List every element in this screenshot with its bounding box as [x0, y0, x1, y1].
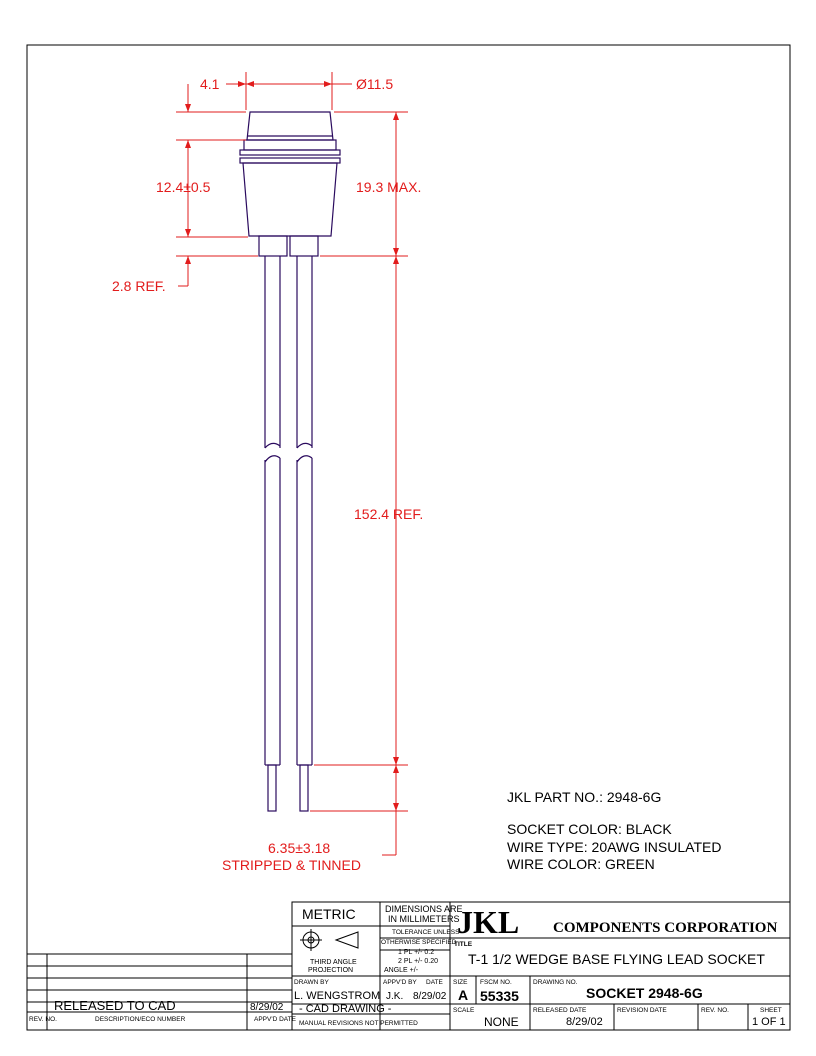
released-to-cad-date: 8/29/02	[250, 1002, 284, 1013]
cad-drawing-label: - CAD DRAWING -	[299, 1003, 392, 1015]
rev-no-label: REV. NO.	[701, 1007, 729, 1014]
tolerance-1pl: 1 PL +/- 0.2	[398, 949, 434, 956]
manual-revisions-note: MANUAL REVISIONS NOT PERMITTED	[299, 1020, 418, 1027]
note-wire-type: WIRE TYPE: 20AWG INSULATED	[507, 839, 721, 855]
drawing-title: T-1 1/2 WEDGE BASE FLYING LEAD SOCKET	[468, 951, 765, 967]
fscm-label: FSCM NO.	[480, 979, 512, 986]
approved-by-label: APPV'D BY	[383, 979, 417, 986]
drawn-by-label: DRAWN BY	[294, 979, 329, 986]
title-label: TITLE	[454, 941, 473, 948]
drawn-date: 8/29/02	[413, 991, 447, 1002]
approved-by: J.K.	[386, 991, 403, 1002]
sheet-size: A	[458, 987, 468, 1003]
dim-strip-note: STRIPPED & TINNED	[222, 857, 361, 873]
dim-base-ref: 2.8 REF.	[112, 278, 166, 294]
rev-column-label: REV. NO.	[29, 1016, 57, 1023]
tolerance-line-1: TOLERANCE UNLESS	[392, 929, 460, 936]
tolerance-line-2: OTHERWISE SPECIFIED	[381, 939, 457, 946]
dim-top-width: 4.1	[200, 76, 220, 92]
scale-value: NONE	[484, 1015, 519, 1029]
note-wire-color: WIRE COLOR: GREEN	[507, 856, 655, 872]
description-column-label: DESCRIPTION/ECO NUMBER	[95, 1016, 186, 1023]
company-logo: JKL	[457, 904, 519, 940]
dim-max-height: 19.3 MAX.	[356, 179, 421, 195]
drawing-no-label: DRAWING NO.	[533, 979, 578, 986]
approved-column-label: APPV'D DATE	[254, 1016, 297, 1023]
title-block: METRIC DIMENSIONS ARE IN MILLIMETERS TOL…	[291, 901, 791, 1031]
note-part-no: JKL PART NO.: 2948-6G	[507, 789, 661, 805]
tolerance-angle: ANGLE +/-	[384, 967, 419, 974]
tolerance-2pl: 2 PL +/- 0.20	[398, 958, 438, 965]
scale-label: SCALE	[453, 1007, 475, 1014]
released-date-label: RELEASED DATE	[533, 1007, 587, 1014]
revision-block: RELEASED TO CAD 8/29/02 REV. NO. DESCRIP…	[26, 953, 297, 1031]
dimensions-line-2: IN MILLIMETERS	[388, 914, 460, 924]
dimensions-line-1: DIMENSIONS ARE	[385, 904, 463, 914]
size-label: SIZE	[453, 979, 468, 986]
note-socket-color: SOCKET COLOR: BLACK	[507, 821, 672, 837]
dim-strip-length: 6.35±3.18	[268, 840, 330, 856]
part-notes: JKL PART NO.: 2948-6G SOCKET COLOR: BLAC…	[507, 789, 721, 872]
drawing-number: SOCKET 2948-6G	[586, 985, 703, 1001]
released-to-cad: RELEASED TO CAD	[54, 998, 176, 1013]
date-label: DATE	[426, 979, 444, 986]
dim-lead-length: 152.4 REF.	[354, 506, 423, 522]
revision-date-label: REVISION DATE	[617, 1007, 667, 1014]
company-name: COMPONENTS CORPORATION	[553, 920, 777, 936]
dim-diameter: Ø11.5	[356, 76, 393, 92]
sheet-count: 1 OF 1	[752, 1016, 786, 1028]
dimensions: 4.1 Ø11.5 12.4±0.5 19.3 MAX. 2.8 REF. 15…	[112, 72, 423, 873]
projection-line-1: THIRD ANGLE	[310, 959, 357, 966]
projection-line-2: PROJECTION	[308, 967, 353, 974]
socket-drawing	[239, 111, 341, 812]
sheet-label: SHEET	[760, 1007, 782, 1014]
fscm-number: 55335	[480, 988, 519, 1004]
drawn-by: L. WENGSTROM	[294, 990, 380, 1002]
dim-body-height: 12.4±0.5	[156, 179, 211, 195]
released-date: 8/29/02	[566, 1016, 603, 1028]
metric-label: METRIC	[302, 906, 356, 922]
